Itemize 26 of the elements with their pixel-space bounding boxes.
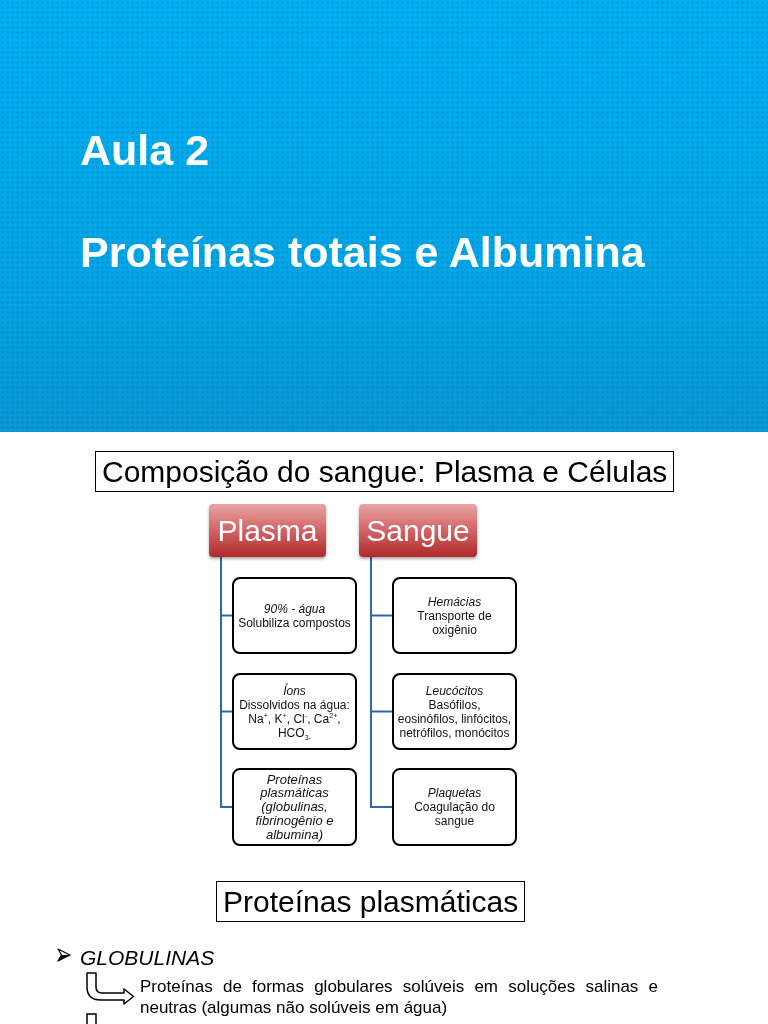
- box-title: 90% - água: [263, 601, 326, 616]
- box-description: Basófilos, eosinófilos, linfócitos, netrófilos, monócitos: [397, 697, 512, 740]
- box-title: Hemácias: [427, 594, 482, 609]
- info-box: [392, 673, 517, 750]
- slide-title: Aula 2: [80, 125, 210, 175]
- box-title: Plaquetas: [427, 786, 482, 800]
- list-heading: GLOBULINAS: [80, 945, 215, 971]
- info-box: [232, 673, 357, 750]
- box-title: Íons: [283, 683, 306, 698]
- bullet-text: Proteínas de formas globulares solúveis em soluções salinas e neutras (algumas não solúveis em água): [140, 976, 658, 1018]
- box-description: Transporte de oxigênio: [416, 608, 493, 637]
- info-box: [392, 768, 517, 846]
- connector-line: [220, 556, 233, 808]
- info-box: [232, 577, 357, 654]
- box-description: Dissolvidos na água: Na$^{+}$, K$^{+}$, Cl$^{-}$, Ca$^{2+}$, HCO$_{3-}$: [238, 697, 351, 740]
- section-heading: Proteínas plasmáticas: [216, 881, 526, 922]
- info-box: Proteínas plasmáticas (globulinas, fibrinogênio e albumina): [232, 768, 357, 846]
- box-title: Leucócitos: [425, 683, 484, 698]
- connector-line: [370, 556, 393, 808]
- slide-subtitle: Proteínas totais e Albumina: [80, 227, 645, 277]
- section-heading: Composição do sangue: Plasma e Células: [95, 451, 675, 492]
- box-description: Coagulação do sangue: [413, 800, 496, 828]
- box-description: Solubiliza compostos: [238, 615, 351, 630]
- category-box: Plasma: [209, 504, 326, 557]
- info-box: [392, 577, 517, 654]
- category-box: Sangue: [359, 504, 477, 557]
